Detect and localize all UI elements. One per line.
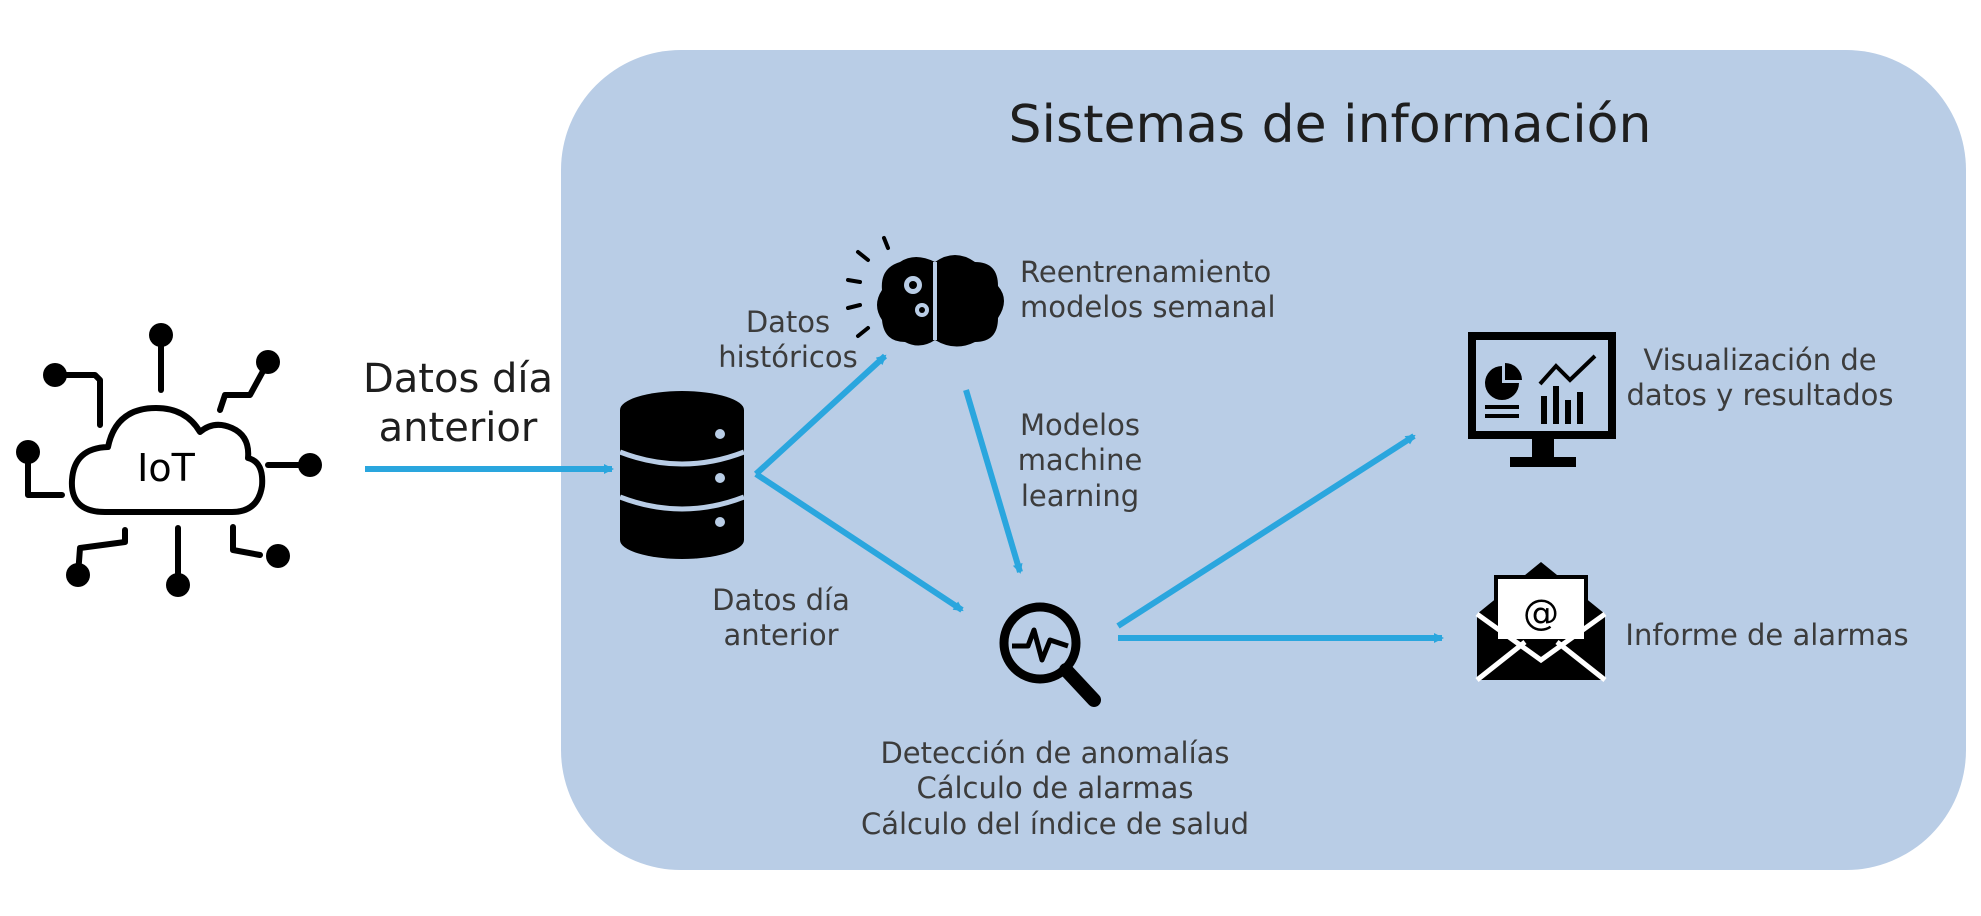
iot-cloud-icon [16, 323, 322, 597]
email-envelope-icon: @ [1475, 562, 1607, 682]
svg-text:@: @ [1523, 593, 1559, 634]
arrow-db-to-brain [753, 353, 888, 477]
models-edge-line-3: learning [1020, 478, 1140, 513]
historical-edge-label: Datos históricos [688, 305, 888, 376]
models-edge-line-2: machine [1017, 443, 1143, 478]
detection-line-2: Cálculo de alarmas [916, 771, 1194, 806]
daily-edge-line-1: Datos día [712, 583, 850, 617]
dashboard-monitor-icon [1468, 332, 1616, 467]
input-edge-line-1: Datos día [362, 356, 554, 402]
daily-edge-line-2: anterior [723, 618, 839, 653]
brain-gears-icon [846, 236, 1004, 347]
arrow-brain-to-detection [963, 389, 1023, 574]
arrow-detection-to-monitor [1116, 433, 1416, 629]
retrain-line-2: modelos semanal [1020, 290, 1276, 325]
retrain-line-1: Reentrenamiento [1020, 255, 1272, 289]
detection-line-3: Cálculo del índice de salud [860, 806, 1250, 841]
input-edge-line-2: anterior [378, 404, 538, 451]
historical-edge-line-1: Datos [745, 305, 831, 339]
panel-title: Sistemas de información [1008, 95, 1652, 155]
historical-edge-line-2: históricos [718, 340, 858, 375]
info-systems-panel [561, 50, 1966, 870]
visualization-label: Visualización de datos y resultados [1620, 343, 1900, 414]
iot-label: IoT [137, 446, 195, 490]
visualization-line-2: datos y resultados [1626, 378, 1894, 413]
retrain-label: Reentrenamiento modelos semanal [1020, 255, 1290, 326]
anomaly-search-icon [999, 602, 1101, 707]
arrow-db-to-detection [754, 471, 964, 613]
input-edge-label: Datos día anterior [338, 355, 578, 453]
detection-label: Detección de anomalías Cálculo de alarma… [830, 736, 1280, 842]
models-edge-label: Modelos machine learning [1000, 408, 1160, 514]
models-edge-line-1: Modelos [1020, 408, 1140, 442]
visualization-line-1: Visualización de [1643, 343, 1877, 377]
database-icon [619, 391, 745, 559]
alarms-label: Informe de alarmas [1625, 618, 1909, 652]
detection-line-1: Detección de anomalías [880, 736, 1230, 770]
daily-edge-label: Datos día anterior [676, 583, 886, 654]
